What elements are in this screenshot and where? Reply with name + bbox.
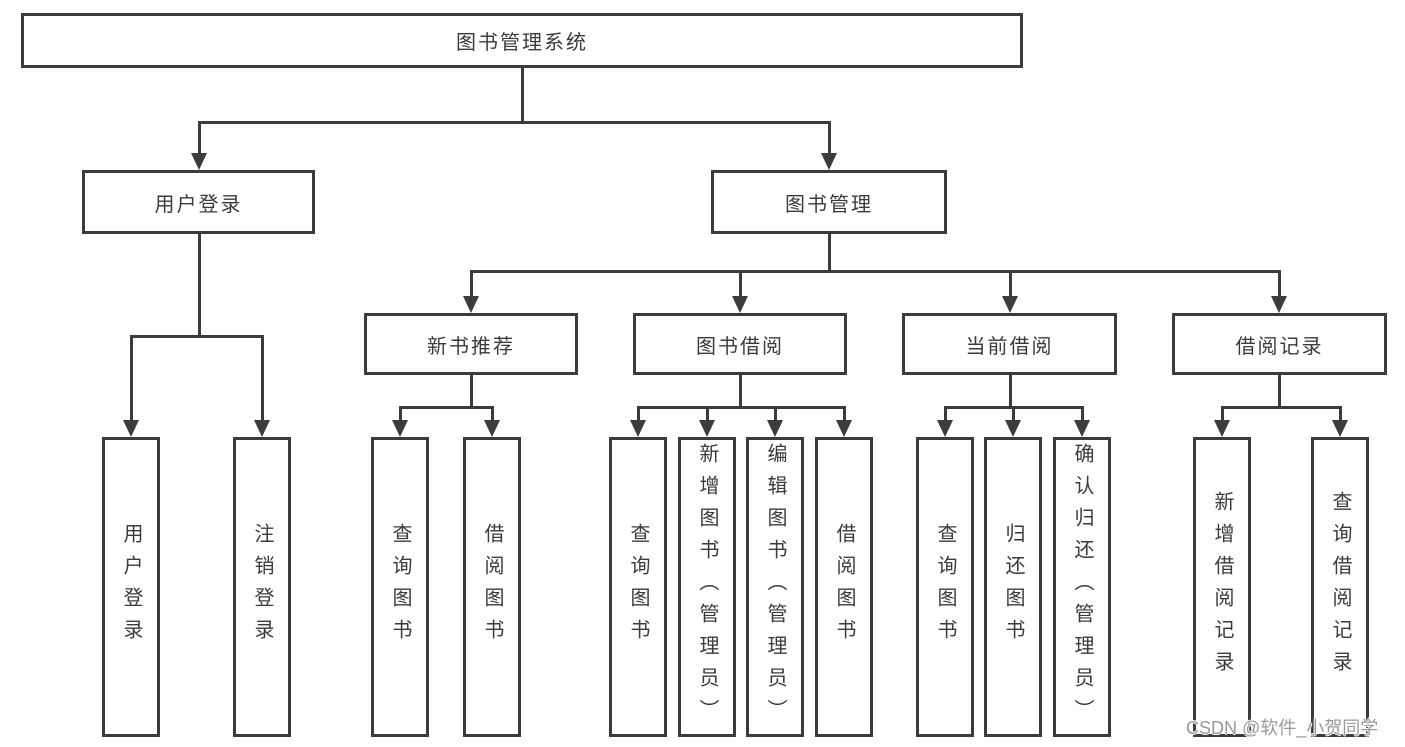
- connector-stem: [197, 121, 201, 153]
- leaf-add-borrow-record-label: 新增借阅记录: [1211, 491, 1233, 683]
- connector-stem: [943, 406, 947, 420]
- connector-vertical: [197, 232, 201, 338]
- arrowhead-icon: [1005, 420, 1021, 437]
- leaf-query-borrow-record-label: 查询借阅记录: [1329, 491, 1351, 683]
- leaf-borrow-books-borrow: 借阅图书: [815, 437, 873, 737]
- watermark: CSDN @软件_小贺同学: [1186, 718, 1379, 738]
- arrowhead-icon: [767, 420, 783, 437]
- arrowhead-icon: [463, 296, 479, 313]
- connector-stem: [260, 335, 264, 420]
- leaf-edit-book-admin-label: 编辑图书（管理员）: [764, 443, 786, 731]
- node-current-borrow: 当前借阅: [902, 313, 1117, 375]
- connector-vertical: [827, 232, 831, 273]
- connector-stem: [469, 270, 473, 296]
- arrowhead-icon: [1271, 296, 1287, 313]
- leaf-borrow-books-borrow-label: 借阅图书: [833, 523, 855, 651]
- node-book-borrow: 图书借阅: [633, 313, 847, 375]
- connector-stem: [1080, 406, 1084, 420]
- connector-stem: [1277, 270, 1281, 296]
- leaf-add-borrow-record: 新增借阅记录: [1193, 437, 1251, 737]
- leaf-query-books-borrow-label: 查询图书: [627, 523, 649, 651]
- arrowhead-icon: [484, 420, 500, 437]
- connector-vertical: [520, 66, 524, 124]
- leaf-return-books: 归还图书: [984, 437, 1042, 737]
- connector-horizontal: [636, 406, 846, 409]
- leaf-user-login-label: 用户登录: [120, 523, 142, 651]
- leaf-query-borrow-record: 查询借阅记录: [1311, 437, 1369, 737]
- leaf-query-books-current: 查询图书: [916, 437, 974, 737]
- leaf-borrow-books-recommend: 借阅图书: [463, 437, 521, 737]
- node-new-book-recommend: 新书推荐: [364, 313, 578, 375]
- arrowhead-icon: [254, 420, 270, 437]
- connector-horizontal: [197, 121, 831, 124]
- connector-horizontal: [469, 270, 1281, 273]
- arrowhead-icon: [937, 420, 953, 437]
- connector-stem: [1008, 270, 1012, 296]
- connector-stem: [398, 406, 402, 420]
- leaf-query-books-recommend-label: 查询图书: [389, 523, 411, 651]
- connector-stem: [738, 270, 742, 296]
- arrowhead-icon: [821, 153, 837, 170]
- node-book-management-label: 图书管理: [785, 193, 873, 216]
- leaf-confirm-return-admin: 确认归还（管理员）: [1053, 437, 1111, 737]
- node-root: 图书管理系统: [21, 13, 1023, 68]
- connector-stem: [1011, 406, 1015, 420]
- arrowhead-icon: [836, 420, 852, 437]
- leaf-return-books-label: 归还图书: [1002, 523, 1024, 651]
- node-book-borrow-label: 图书借阅: [696, 335, 784, 358]
- arrowhead-icon: [1002, 296, 1018, 313]
- arrowhead-icon: [630, 420, 646, 437]
- node-book-management: 图书管理: [711, 170, 947, 234]
- arrowhead-icon: [123, 420, 139, 437]
- arrowhead-icon: [191, 153, 207, 170]
- connector-stem: [842, 406, 846, 420]
- leaf-logout: 注销登录: [233, 437, 291, 737]
- connector-horizontal: [398, 406, 494, 409]
- leaf-borrow-books-recommend-label: 借阅图书: [481, 523, 503, 651]
- node-user-login-label: 用户登录: [154, 193, 243, 216]
- connector-vertical: [1277, 373, 1281, 409]
- arrowhead-icon: [1332, 420, 1348, 437]
- connector-horizontal: [1220, 406, 1342, 409]
- connector-horizontal: [129, 335, 264, 338]
- leaf-confirm-return-admin-label: 确认归还（管理员）: [1071, 443, 1093, 731]
- connector-vertical: [738, 373, 742, 409]
- arrowhead-icon: [1214, 420, 1230, 437]
- connector-stem: [490, 406, 494, 420]
- connector-stem: [773, 406, 777, 420]
- connector-stem: [129, 335, 133, 420]
- connector-vertical: [1008, 373, 1012, 409]
- arrowhead-icon: [1074, 420, 1090, 437]
- connector-stem: [827, 121, 831, 153]
- leaf-add-book-admin: 新增图书（管理员）: [678, 437, 736, 737]
- node-current-borrow-label: 当前借阅: [965, 335, 1054, 358]
- arrowhead-icon: [699, 420, 715, 437]
- leaf-add-book-admin-label: 新增图书（管理员）: [696, 443, 718, 731]
- arrowhead-icon: [392, 420, 408, 437]
- leaf-query-books-current-label: 查询图书: [934, 523, 956, 651]
- node-user-login: 用户登录: [82, 170, 315, 234]
- node-borrow-records-label: 借阅记录: [1235, 335, 1324, 358]
- arrowhead-icon: [732, 296, 748, 313]
- leaf-query-books-recommend: 查询图书: [371, 437, 429, 737]
- leaf-query-books-borrow: 查询图书: [609, 437, 667, 737]
- connector-vertical: [469, 373, 473, 409]
- leaf-logout-label: 注销登录: [251, 523, 273, 651]
- node-root-label: 图书管理系统: [456, 32, 588, 54]
- connector-stem: [1338, 406, 1342, 420]
- connector-stem: [705, 406, 709, 420]
- leaf-user-login: 用户登录: [102, 437, 160, 737]
- node-new-book-recommend-label: 新书推荐: [427, 335, 515, 358]
- leaf-edit-book-admin: 编辑图书（管理员）: [746, 437, 804, 737]
- connector-stem: [1220, 406, 1224, 420]
- connector-stem: [636, 406, 640, 420]
- node-borrow-records: 借阅记录: [1172, 313, 1387, 375]
